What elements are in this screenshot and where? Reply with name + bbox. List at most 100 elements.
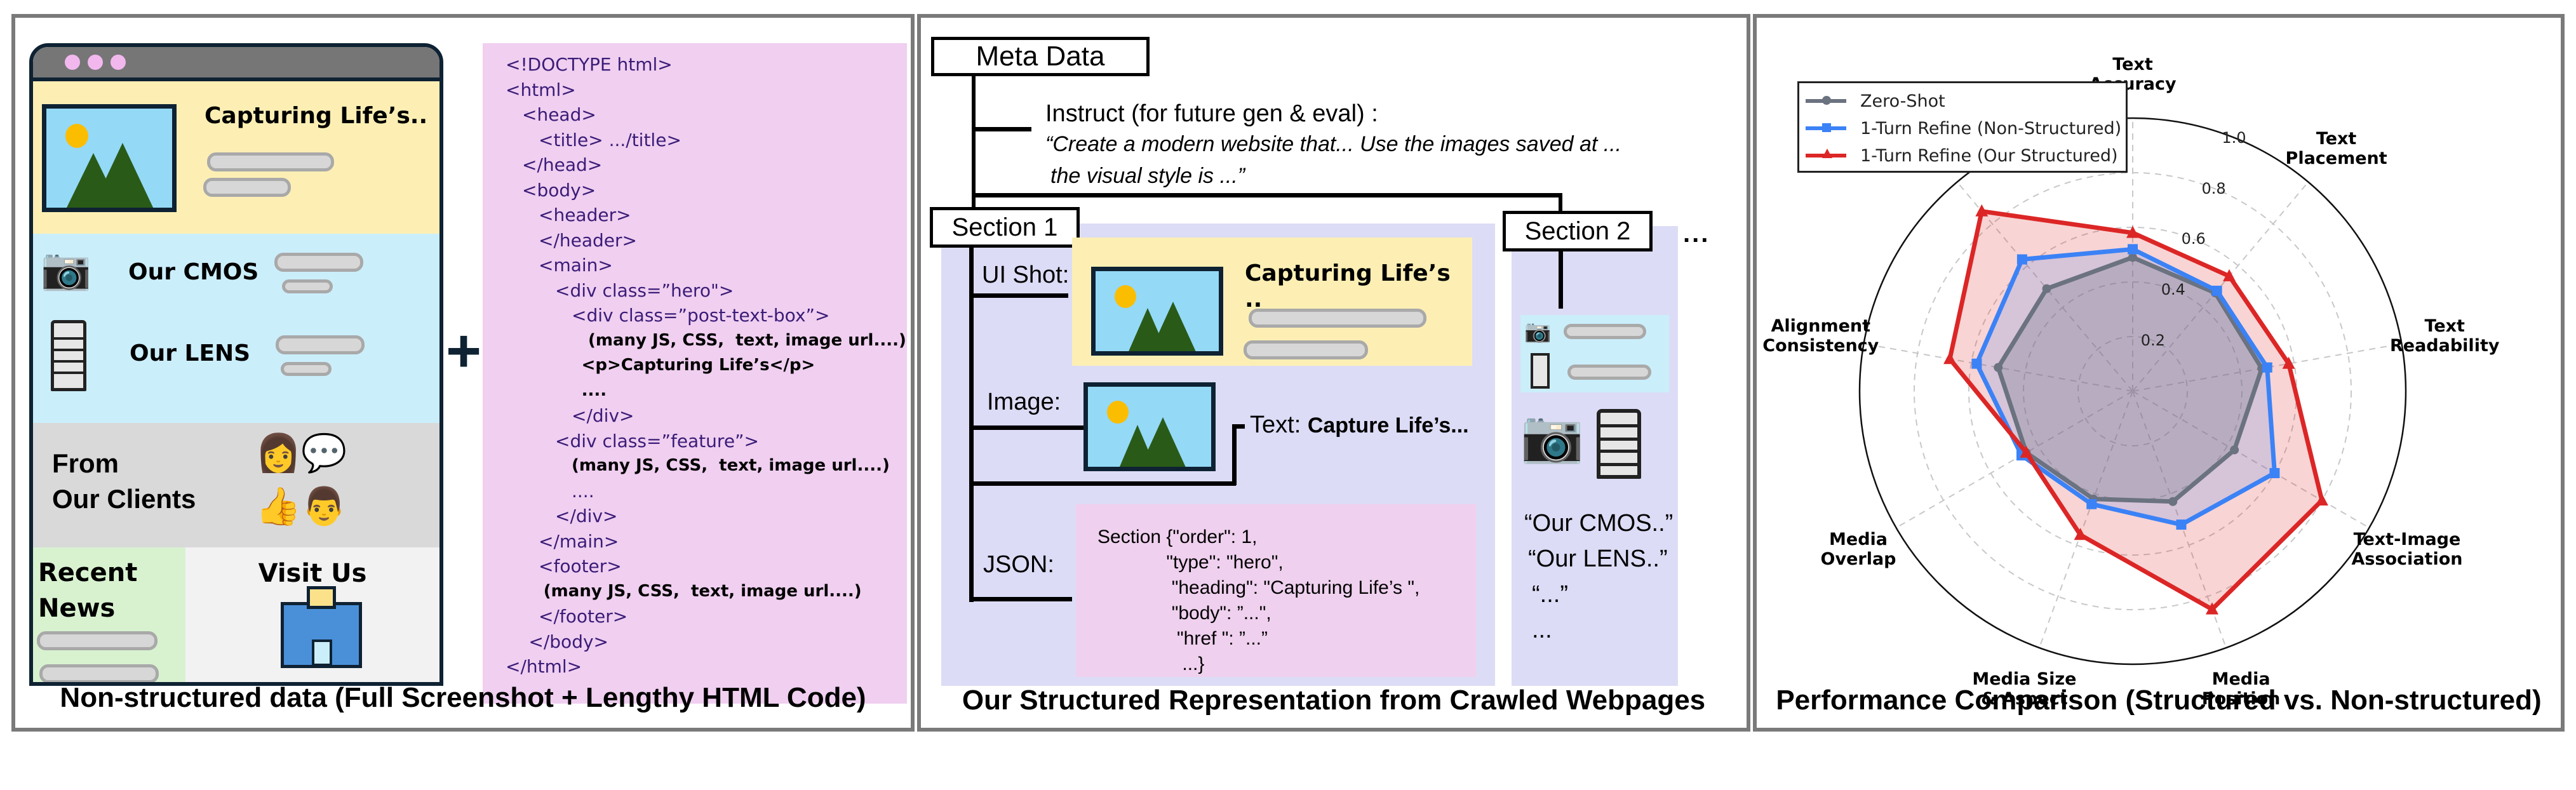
code-line: (many JS, CSS, text, image url....) bbox=[572, 456, 890, 475]
code-line: <div class=”feature”> bbox=[555, 430, 760, 452]
visit-heading: Visit Us bbox=[258, 559, 367, 588]
lens-icon bbox=[1597, 409, 1641, 479]
tick-label: 0.2 bbox=[2140, 331, 2165, 350]
section2-text-item: “Our LENS..” bbox=[1528, 546, 1668, 572]
nonstructured-caption: Non-structured data (Full Screenshot + L… bbox=[60, 682, 866, 713]
series-fill-0 bbox=[1998, 257, 2262, 502]
tree-connector bbox=[972, 127, 1031, 131]
text-placeholder-bar bbox=[1249, 309, 1426, 328]
nonstructured-panel: Capturing Life’s.. 📷 Our CMOS Our LENS F… bbox=[11, 14, 915, 732]
section2-text-list: “Our CMOS..” “Our LENS..” “...”... bbox=[1524, 505, 1673, 648]
tick-label: 0.6 bbox=[2181, 230, 2206, 248]
json-line: "heading": "Capturing Life’s ", bbox=[1097, 577, 1420, 598]
code-line: </head> bbox=[522, 154, 603, 175]
text-placeholder-bar bbox=[37, 631, 158, 650]
section2-box: Section 2 bbox=[1503, 211, 1653, 251]
section2-text-item: “...” bbox=[1532, 581, 1568, 608]
landscape-image-icon bbox=[1091, 267, 1223, 356]
section2-text-item: ... bbox=[1532, 617, 1552, 643]
feature-lens-title: Our LENS bbox=[130, 340, 251, 366]
landscape-image-icon bbox=[42, 104, 177, 212]
html-code-block: <!DOCTYPE html><html><head><title> .../t… bbox=[483, 43, 907, 704]
store-building-icon bbox=[281, 586, 362, 668]
series-line-1 bbox=[1974, 246, 2277, 527]
tree-connector bbox=[969, 248, 974, 602]
axis-label: Media Size& Aspect bbox=[1972, 669, 2077, 709]
json-line: "type": "hero", bbox=[1097, 552, 1284, 573]
structured-panel: Meta Data Instruct (for future gen & eva… bbox=[917, 14, 1750, 732]
legend-item: 1-Turn Refine (Non-Structured) bbox=[1806, 116, 2121, 141]
code-line: (many JS, CSS, text, image url....) bbox=[543, 581, 862, 601]
text-value: Capture Life’s... bbox=[1307, 413, 1469, 438]
tree-connector bbox=[972, 193, 1562, 198]
json-snippet: Section {"order": 1, "type": "hero", "he… bbox=[1076, 504, 1476, 677]
data-point bbox=[1975, 204, 1989, 217]
camera-icon: 📷 bbox=[1524, 319, 1552, 344]
data-point bbox=[2042, 284, 2051, 293]
text-placeholder-bar bbox=[39, 664, 159, 682]
visit-section: Visit Us bbox=[185, 547, 439, 682]
testimonial-people-icon: 👩💬👍👨 bbox=[255, 432, 347, 527]
code-line: <title> .../title> bbox=[539, 129, 681, 151]
data-point bbox=[2211, 285, 2222, 296]
window-dot-icon bbox=[65, 55, 80, 70]
data-point bbox=[2086, 499, 2097, 509]
tree-connector bbox=[973, 293, 1068, 298]
data-point bbox=[1971, 358, 1982, 369]
clients-heading: From Our Clients bbox=[52, 448, 196, 514]
clients-section: From Our Clients 👩💬👍👨 bbox=[33, 423, 439, 547]
more-sections-ellipsis: ... bbox=[1683, 220, 1710, 248]
code-line: </html> bbox=[506, 656, 582, 677]
landscape-image-icon bbox=[1083, 382, 1216, 471]
json-line: ...} bbox=[1097, 653, 1205, 674]
series-fill-1 bbox=[1976, 249, 2275, 525]
tree-connector bbox=[1559, 193, 1562, 225]
text-placeholder-bar bbox=[203, 178, 291, 197]
code-line: <p>Capturing Life’s</p> bbox=[581, 356, 815, 375]
json-line: "href ": ”...” bbox=[1097, 628, 1268, 649]
tick-label: 0.8 bbox=[2201, 179, 2226, 198]
data-point bbox=[2020, 445, 2033, 458]
data-point bbox=[2262, 362, 2272, 373]
code-line: <header> bbox=[539, 204, 631, 225]
tick-label: 0.4 bbox=[2161, 281, 2185, 299]
instruct-label: Instruct (for future gen & eval) : bbox=[1045, 100, 1378, 127]
code-line: .... bbox=[581, 380, 607, 400]
text-placeholder-bar bbox=[1564, 324, 1646, 339]
camera-icon: 📷 bbox=[1520, 408, 1584, 464]
json-line: "body": ”...", bbox=[1097, 603, 1271, 624]
data-point bbox=[2223, 269, 2236, 281]
text-placeholder-bar bbox=[282, 279, 333, 293]
section2-text-item: “Our CMOS..” bbox=[1524, 510, 1674, 537]
news-heading: Recent News bbox=[38, 558, 138, 623]
data-point bbox=[2282, 356, 2295, 369]
data-point bbox=[2176, 519, 2187, 530]
legend-item: Zero-Shot bbox=[1806, 88, 1945, 114]
code-line: .... bbox=[572, 480, 594, 502]
code-line: </div> bbox=[555, 505, 618, 526]
legend-label: Zero-Shot bbox=[1860, 91, 1945, 111]
data-point bbox=[2128, 244, 2138, 255]
code-line: <footer> bbox=[539, 556, 622, 577]
structured-caption: Our Structured Representation from Crawl… bbox=[962, 685, 1706, 716]
tree-connector bbox=[973, 481, 1236, 486]
tick-label: 1.0 bbox=[2222, 128, 2246, 147]
data-point bbox=[2126, 225, 2139, 238]
data-point bbox=[1994, 363, 2003, 372]
section1-box: Section 1 bbox=[930, 207, 1080, 248]
plus-sign: + bbox=[446, 317, 482, 385]
window-dot-icon bbox=[88, 55, 103, 70]
code-line: <html> bbox=[506, 79, 576, 100]
mock-website-screenshot: Capturing Life’s.. 📷 Our CMOS Our LENS F… bbox=[29, 43, 443, 686]
series-line-2 bbox=[1947, 208, 2324, 612]
code-line: <main> bbox=[539, 255, 613, 276]
code-line: </div> bbox=[572, 405, 634, 426]
tree-connector bbox=[1559, 251, 1563, 309]
code-line: </main> bbox=[539, 530, 619, 552]
code-line: <head> bbox=[522, 104, 596, 125]
